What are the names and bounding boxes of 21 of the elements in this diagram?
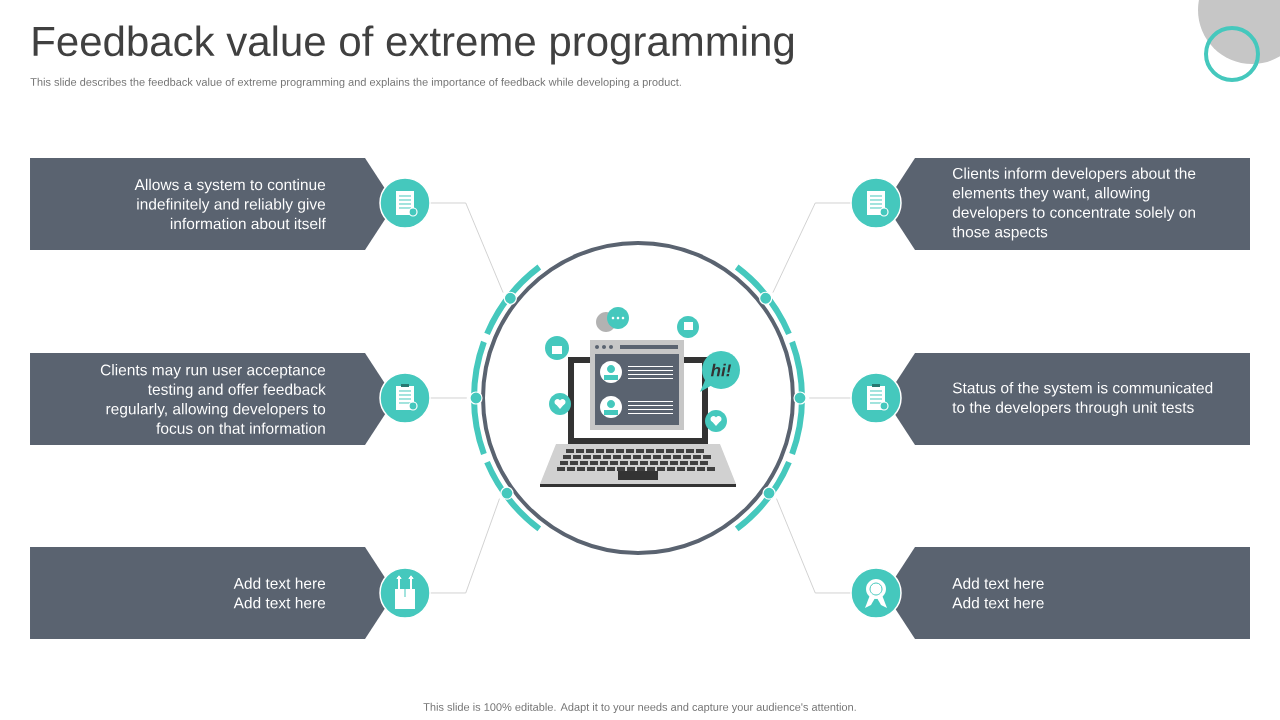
leader-line bbox=[430, 202, 504, 293]
subtitle: This slide describes the feedback value of extreme programming and explains the importance of feedback while developing a product. bbox=[30, 77, 681, 89]
banner: Add text here Add text here bbox=[885, 547, 1250, 639]
footer-note: This slide is 100% editable. Adapt it to your needs and capture your audience's attention. bbox=[423, 702, 856, 714]
banner: Allows a system to continue indefinitely and reliably give information about itself bbox=[30, 158, 395, 250]
speech-bubble-text: hi! bbox=[710, 363, 732, 377]
leader-line bbox=[772, 202, 851, 293]
banner: Add text here Add text here bbox=[30, 547, 395, 639]
icon-badge bbox=[850, 567, 902, 619]
leader-line bbox=[430, 498, 500, 594]
icon-badge bbox=[379, 177, 431, 229]
icon-badge bbox=[379, 372, 431, 424]
leader-line bbox=[776, 498, 851, 594]
ring bbox=[469, 241, 807, 555]
icon-badge bbox=[850, 177, 902, 229]
banner: Clients may run user acceptance testing and offer feedback regularly, allowing developers to focus on that information bbox=[30, 353, 395, 445]
icon-badge bbox=[379, 567, 431, 619]
banner: Clients inform developers about the elements they want, allowing developers to concentrate solely on those aspects bbox=[885, 158, 1250, 250]
title: Feedback value of extreme programming bbox=[33, 25, 794, 65]
banner: Status of the system is communicated to the developers through unit tests bbox=[885, 353, 1250, 445]
icon-badge bbox=[850, 372, 902, 424]
